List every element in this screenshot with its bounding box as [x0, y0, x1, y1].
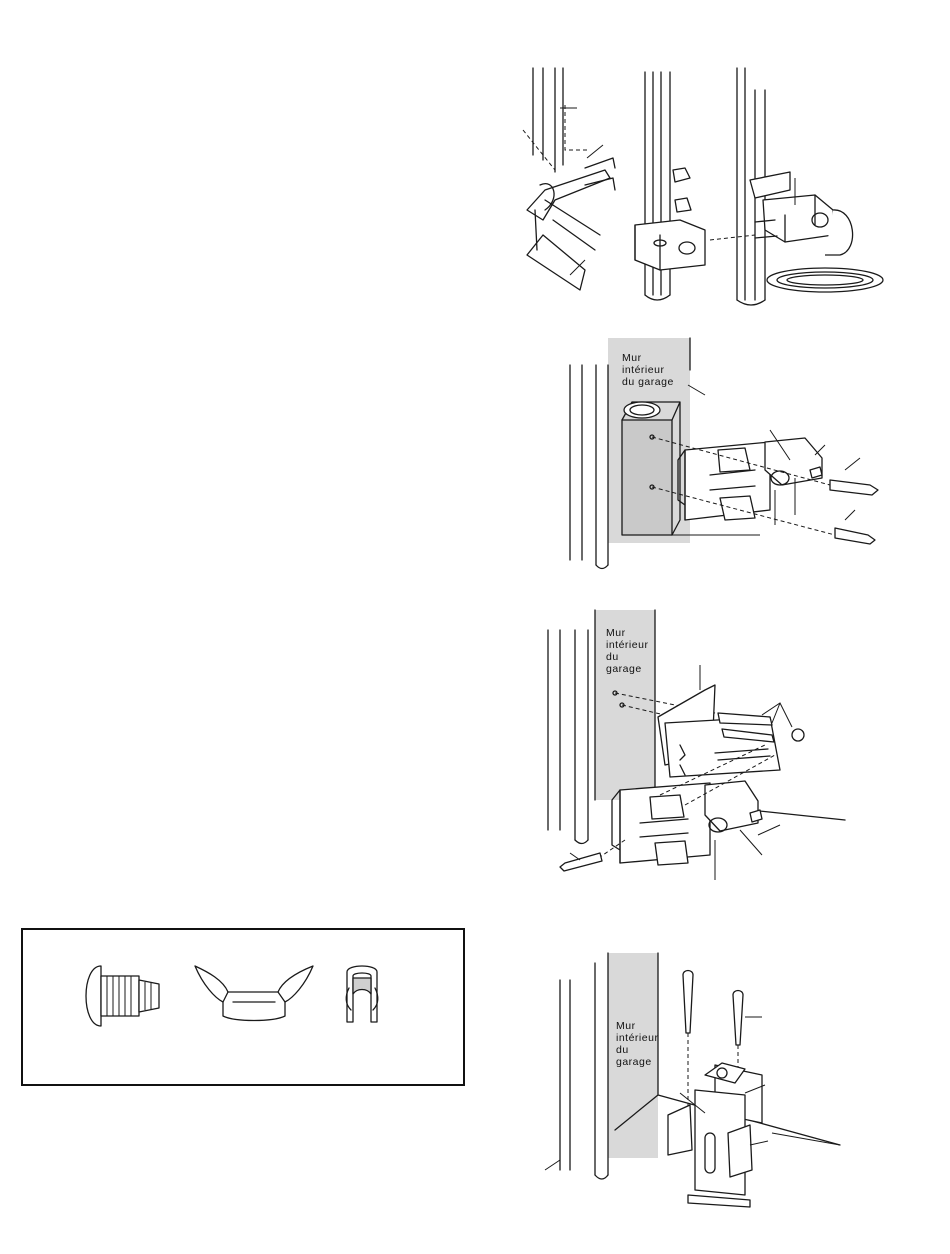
- figure-1-bracket-on-rail: [515, 60, 895, 315]
- fig3-wall-label: Mur intérieur du garage: [606, 627, 648, 675]
- insulated-staple-icon: [346, 966, 378, 1022]
- fig4-wall-label: Mur intérieur du garage: [616, 1020, 658, 1068]
- figure-3-wall-bracket-extension: [540, 605, 860, 885]
- hardware-box: [21, 928, 465, 1086]
- figure-2-wall-mount-block: [560, 330, 900, 580]
- carriage-bolt-icon: [86, 966, 159, 1026]
- figure-4-ceiling-mount: [540, 945, 860, 1215]
- fig2-wall-label: Mur intérieur du garage: [622, 352, 674, 388]
- wing-nut-icon: [195, 966, 313, 1021]
